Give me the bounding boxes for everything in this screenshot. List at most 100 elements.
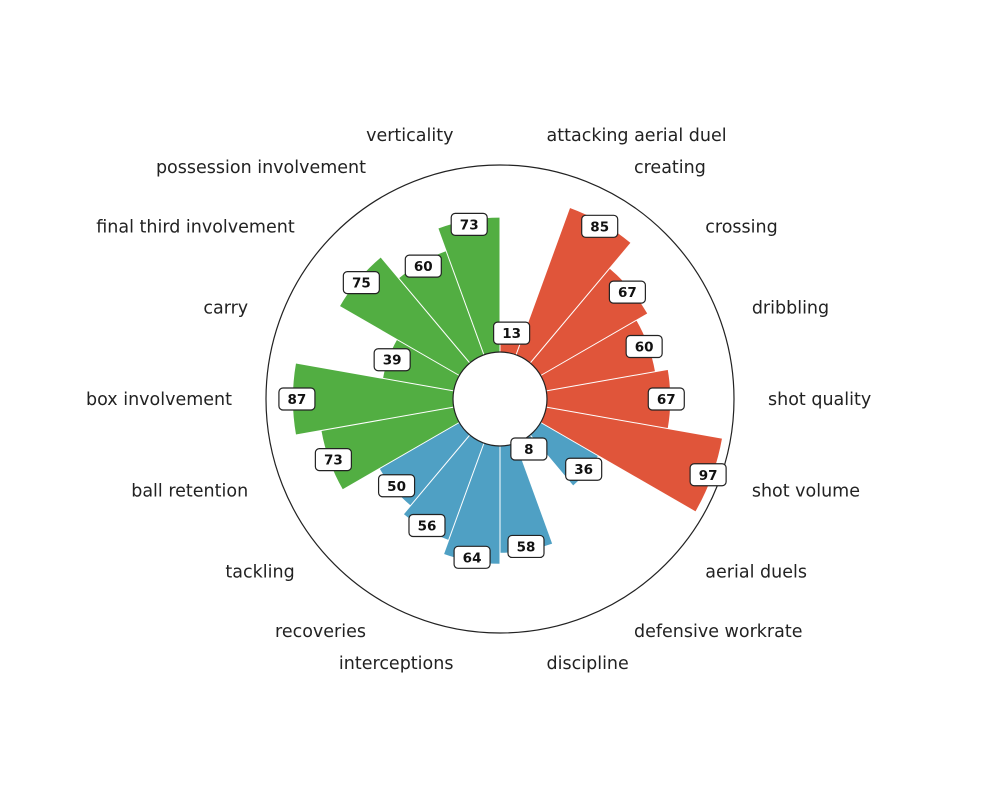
separator-line [546, 358, 728, 392]
bar-shot-volume [540, 407, 723, 512]
category-label-carry: carry [203, 298, 248, 318]
category-label-attacking-aerial-duel: attacking aerial duel [547, 126, 727, 146]
value-label-aerial-duels: 36 [565, 457, 603, 481]
bar-creating [516, 207, 631, 363]
value-label-shot-volume: 97 [689, 463, 727, 487]
value-text: 50 [387, 479, 406, 495]
category-label-aerial-duels: aerial duels [705, 562, 807, 582]
bar-recoveries [403, 435, 484, 540]
value-text: 39 [383, 353, 402, 369]
bar-shot-quality [546, 369, 671, 429]
value-label-ball-retention: 73 [314, 448, 352, 472]
value-box [581, 214, 619, 238]
value-label-carry: 39 [373, 348, 411, 372]
value-text: 36 [574, 462, 593, 478]
value-text: 13 [502, 326, 521, 342]
separator-line [540, 283, 701, 376]
separator-line [529, 221, 649, 364]
value-text: 67 [618, 285, 637, 301]
value-box [507, 534, 545, 559]
value-label-discipline: 58 [507, 534, 545, 559]
value-box [450, 212, 488, 236]
value-label-tackling: 50 [377, 474, 416, 498]
separator-line [272, 358, 454, 392]
category-label-verticality: verticality [366, 126, 453, 146]
separator-line [540, 422, 701, 515]
bar-box-involvement [292, 363, 454, 435]
separator-line [546, 406, 728, 440]
value-text: 85 [590, 219, 609, 235]
value-box [608, 280, 646, 304]
value-label-box-involvement: 87 [278, 387, 316, 411]
category-label-dribbling: dribbling [752, 298, 829, 318]
category-label-possession-involvement: possession involvement [156, 158, 366, 178]
value-box [453, 545, 491, 569]
value-label-attacking-aerial-duel: 13 [493, 321, 531, 345]
value-text: 64 [463, 550, 482, 566]
value-text: 73 [324, 453, 343, 469]
value-box [565, 457, 603, 481]
value-text: 73 [460, 217, 479, 233]
value-text: 60 [414, 259, 433, 275]
value-label-shot-quality: 67 [647, 387, 685, 411]
bar-interceptions [443, 443, 500, 564]
value-label-creating: 85 [581, 214, 619, 238]
outer-ring [265, 164, 735, 634]
value-box [689, 463, 727, 487]
category-label-shot-quality: shot quality [768, 390, 871, 410]
value-box [647, 387, 685, 411]
category-label-creating: creating [634, 158, 706, 178]
separator-line [272, 406, 454, 440]
category-label-interceptions: interceptions [339, 654, 454, 674]
value-box [625, 334, 663, 359]
category-label-ball-retention: ball retention [131, 482, 248, 502]
separator-line [299, 422, 460, 515]
category-label-discipline: discipline [547, 654, 629, 674]
category-label-shot-volume: shot volume [752, 482, 860, 502]
value-label-possession-involvement: 60 [404, 254, 442, 278]
value-text: 67 [657, 392, 676, 408]
value-labels-layer: 13 85 67 60 67 97 36 8 58 64 56 50 73 87 39 75 60 73 [278, 212, 727, 569]
category-label-crossing: crossing [705, 218, 777, 238]
value-label-recoveries: 56 [408, 513, 446, 538]
value-box [377, 474, 416, 498]
bar-verticality [437, 217, 500, 355]
value-box [314, 448, 352, 472]
value-box [510, 437, 548, 461]
bar-possession-involvement [398, 251, 484, 363]
separator-line [351, 221, 471, 364]
value-box [408, 513, 446, 538]
separator-line [515, 442, 580, 617]
separator-line [351, 434, 471, 577]
value-box [278, 387, 316, 411]
value-box [373, 348, 411, 372]
value-text: 8 [524, 442, 533, 458]
value-text: 56 [418, 518, 437, 534]
separator-line [420, 181, 485, 356]
value-text: 58 [517, 539, 536, 555]
value-box [404, 254, 442, 278]
category-label-tackling: tackling [225, 562, 294, 582]
value-text: 97 [699, 468, 718, 484]
separator-line [529, 434, 649, 577]
value-text: 75 [352, 276, 371, 292]
value-label-defensive-workrate: 8 [510, 437, 548, 461]
separator-line [299, 283, 460, 376]
bar-ball-retention [321, 407, 460, 490]
value-text: 87 [288, 392, 307, 408]
value-text: 60 [635, 340, 654, 356]
category-label-recoveries: recoveries [275, 622, 366, 642]
separator-line [420, 442, 485, 617]
category-label-box-involvement: box involvement [86, 390, 232, 410]
separators-layer [272, 168, 728, 630]
value-label-verticality: 73 [450, 212, 488, 236]
center-hole [452, 351, 548, 447]
value-label-crossing: 67 [608, 280, 646, 304]
category-label-defensive-workrate: defensive workrate [634, 622, 802, 642]
category-labels-layer: attacking aerial duel creating crossing dri… [86, 126, 871, 674]
value-box [342, 271, 380, 295]
value-box [493, 321, 531, 345]
value-label-interceptions: 64 [453, 545, 491, 569]
bar-discipline [500, 443, 553, 553]
